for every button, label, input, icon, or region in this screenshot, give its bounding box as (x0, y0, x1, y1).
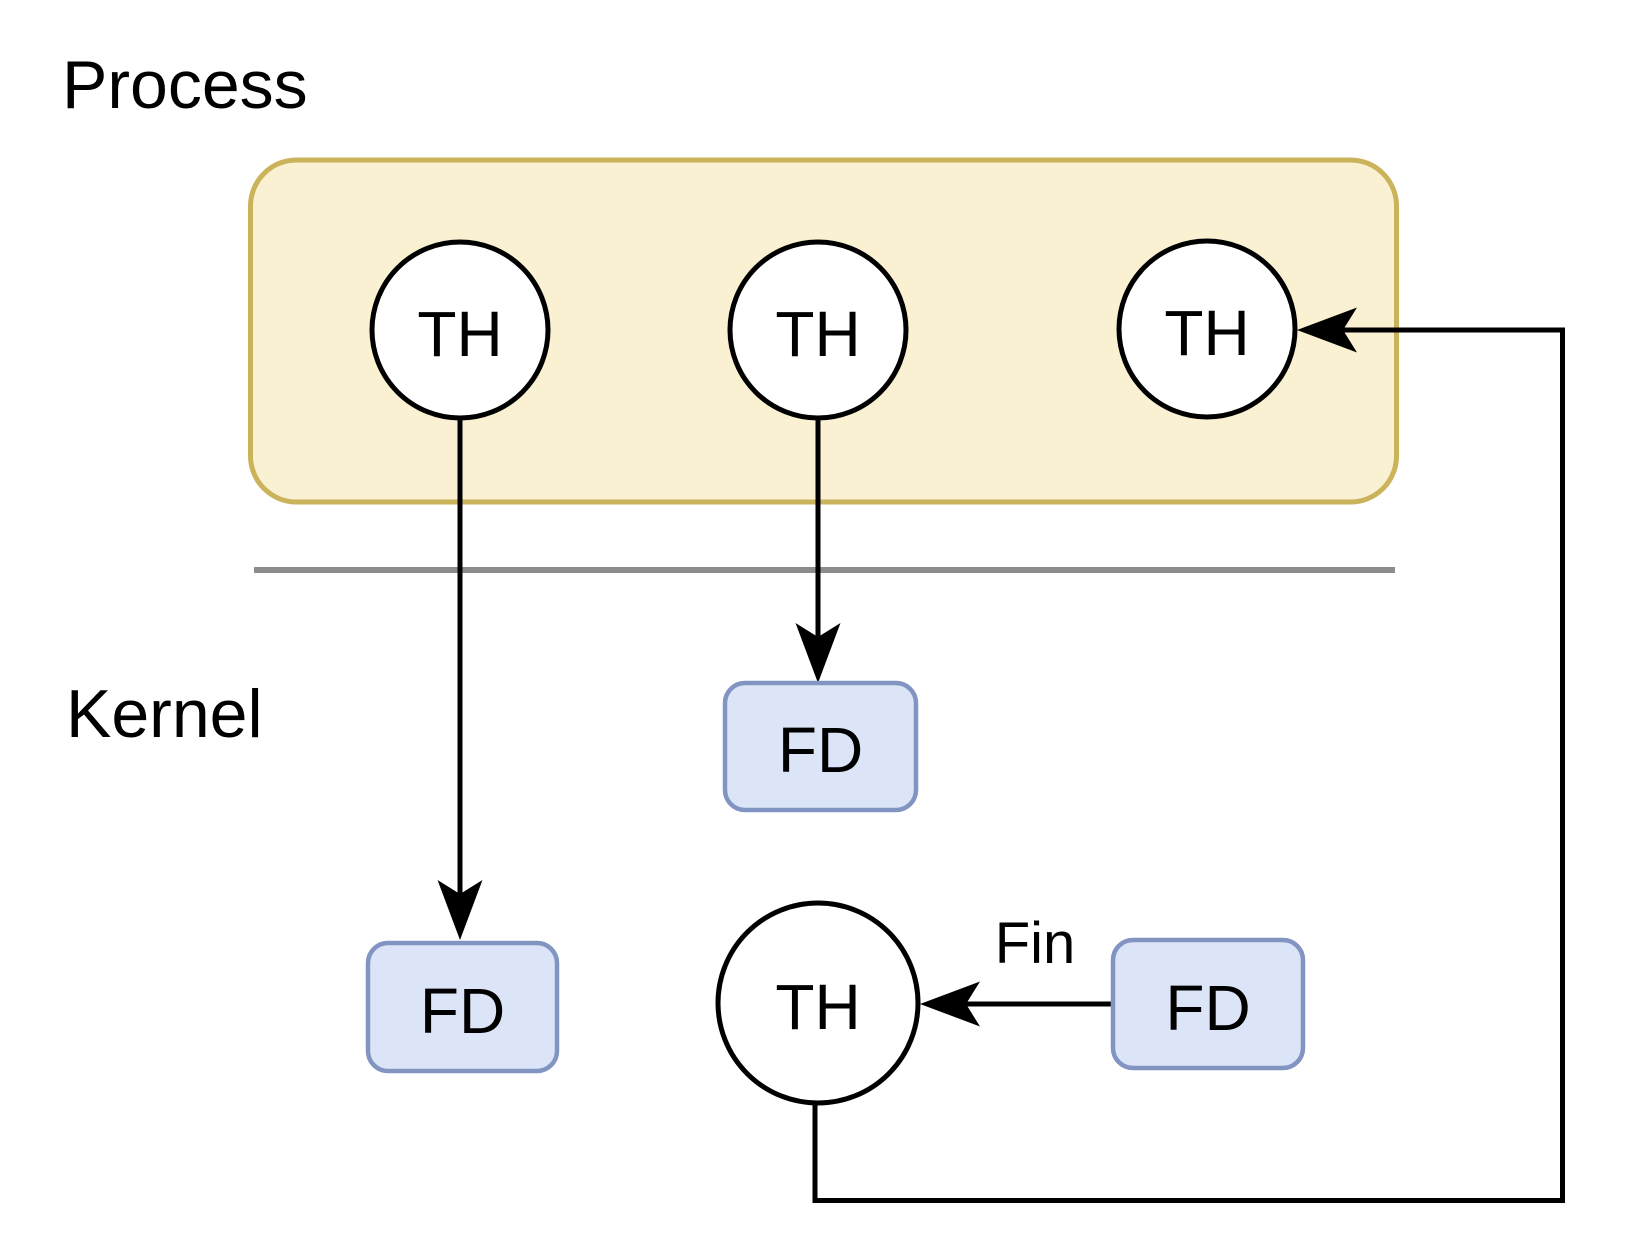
fd-box-middle (722, 680, 919, 813)
process-region-label: Process (62, 47, 308, 123)
fd-box-left (365, 940, 560, 1074)
fd-box-middle-label: FD (778, 714, 863, 786)
edge-kernel-thread-to-thread3 (812, 307, 1565, 1203)
kernel-region-label: Kernel (66, 676, 263, 752)
fin-edge-label: Fin (995, 911, 1076, 976)
thread-node-2 (727, 239, 909, 421)
thread-node-3 (1116, 238, 1298, 420)
thread-node-2-label: TH (775, 298, 860, 370)
kernel-thread-node-label: TH (775, 971, 860, 1043)
thread-node-1-label: TH (417, 298, 502, 370)
fd-box-left-label: FD (420, 975, 505, 1047)
kernel-thread-node (715, 900, 921, 1106)
thread-node-1 (369, 239, 551, 421)
fd-box-right-label: FD (1165, 972, 1250, 1044)
thread-node-3-label: TH (1164, 297, 1249, 369)
fd-box-right (1110, 937, 1306, 1071)
